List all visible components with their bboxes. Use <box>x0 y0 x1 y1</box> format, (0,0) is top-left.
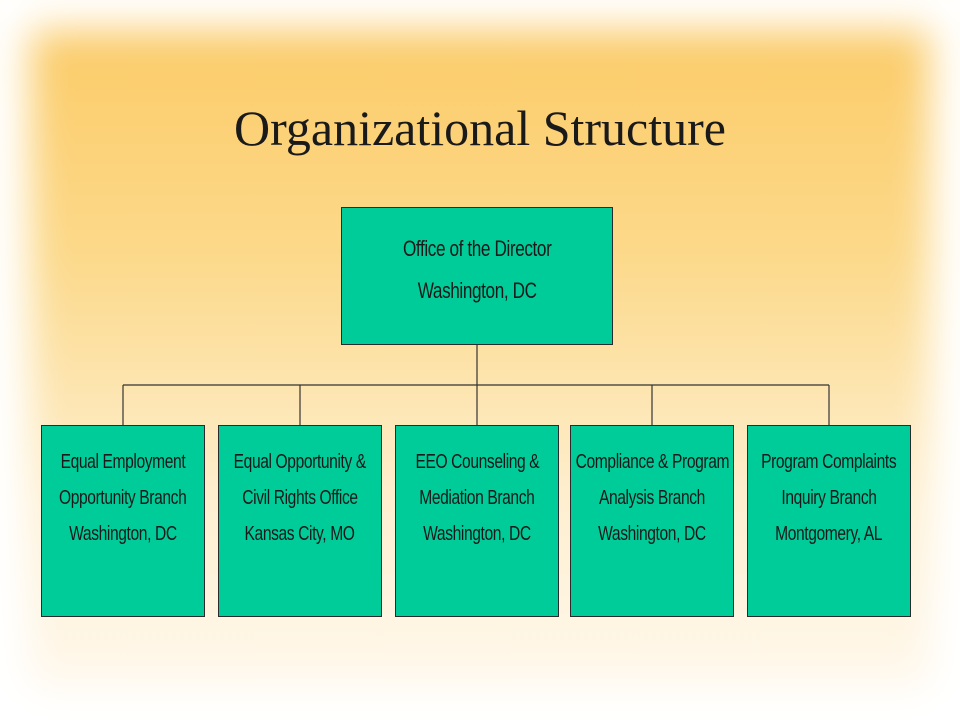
org-box-line: Inquiry Branch <box>781 487 877 509</box>
org-box-line: EEO Counseling & <box>415 451 539 473</box>
org-box-line: Opportunity Branch <box>59 487 187 509</box>
org-box-line: Washington, DC <box>598 523 706 545</box>
org-box-line: Mediation Branch <box>419 487 535 509</box>
org-box-program-complaints-branch: Program Complaints Inquiry Branch Montgo… <box>747 425 911 617</box>
slide-title: Organizational Structure <box>234 100 726 156</box>
org-box-counseling-mediation-branch: EEO Counseling & Mediation Branch Washin… <box>395 425 559 617</box>
org-box-line: Washington, DC <box>423 523 531 545</box>
org-box-civil-rights-office: Equal Opportunity & Civil Rights Office … <box>218 425 382 617</box>
org-box-line: Office of the Director <box>402 236 552 261</box>
org-box-compliance-analysis-branch: Compliance & Program Analysis Branch Was… <box>570 425 734 617</box>
org-box-line: Program Complaints <box>761 451 897 473</box>
org-box-line: Equal Opportunity & <box>233 451 367 473</box>
org-box-line: Equal Employment <box>60 451 186 473</box>
org-box-line: Washington, DC <box>69 523 177 545</box>
org-box-line: Kansas City, MO <box>244 523 356 545</box>
org-box-line: Analysis Branch <box>598 487 706 509</box>
org-box-eeo-branch: Equal Employment Opportunity Branch Wash… <box>41 425 205 617</box>
org-box-director: Office of the Director Washington, DC <box>341 207 613 345</box>
org-box-line: Washington, DC <box>417 278 537 303</box>
org-box-line: Civil Rights Office <box>242 487 358 509</box>
org-box-line: Montgomery, AL <box>775 523 883 545</box>
org-box-line: Compliance & Program <box>575 451 729 473</box>
